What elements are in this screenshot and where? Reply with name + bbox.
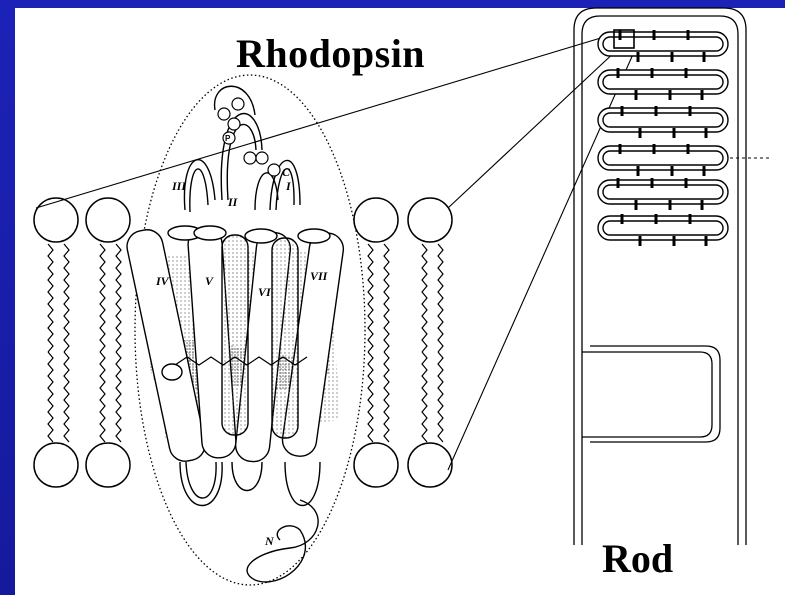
helix-label-ii: II [227, 195, 239, 209]
helix-label-v: V [205, 274, 214, 288]
lipid-bilayer-right [354, 198, 452, 487]
helix-label-iv: IV [155, 274, 170, 288]
helix-label-iii: III [171, 179, 187, 193]
rod-discs [598, 32, 728, 240]
diagram-title: Rhodopsin [236, 30, 425, 77]
disc-rhodopsin-marks [618, 30, 706, 246]
rod-label: Rod [596, 535, 679, 582]
loop-label-c: C [282, 165, 291, 179]
helix-label-i: I [285, 179, 292, 193]
phosphate-label: P [225, 134, 231, 143]
helix-label-vi: VI [258, 285, 272, 299]
lipid-bilayer-left [34, 198, 130, 487]
rhodopsin-protein [124, 86, 345, 582]
helix-label-vii: VII [310, 269, 329, 283]
loop-label-n: N [264, 534, 275, 548]
